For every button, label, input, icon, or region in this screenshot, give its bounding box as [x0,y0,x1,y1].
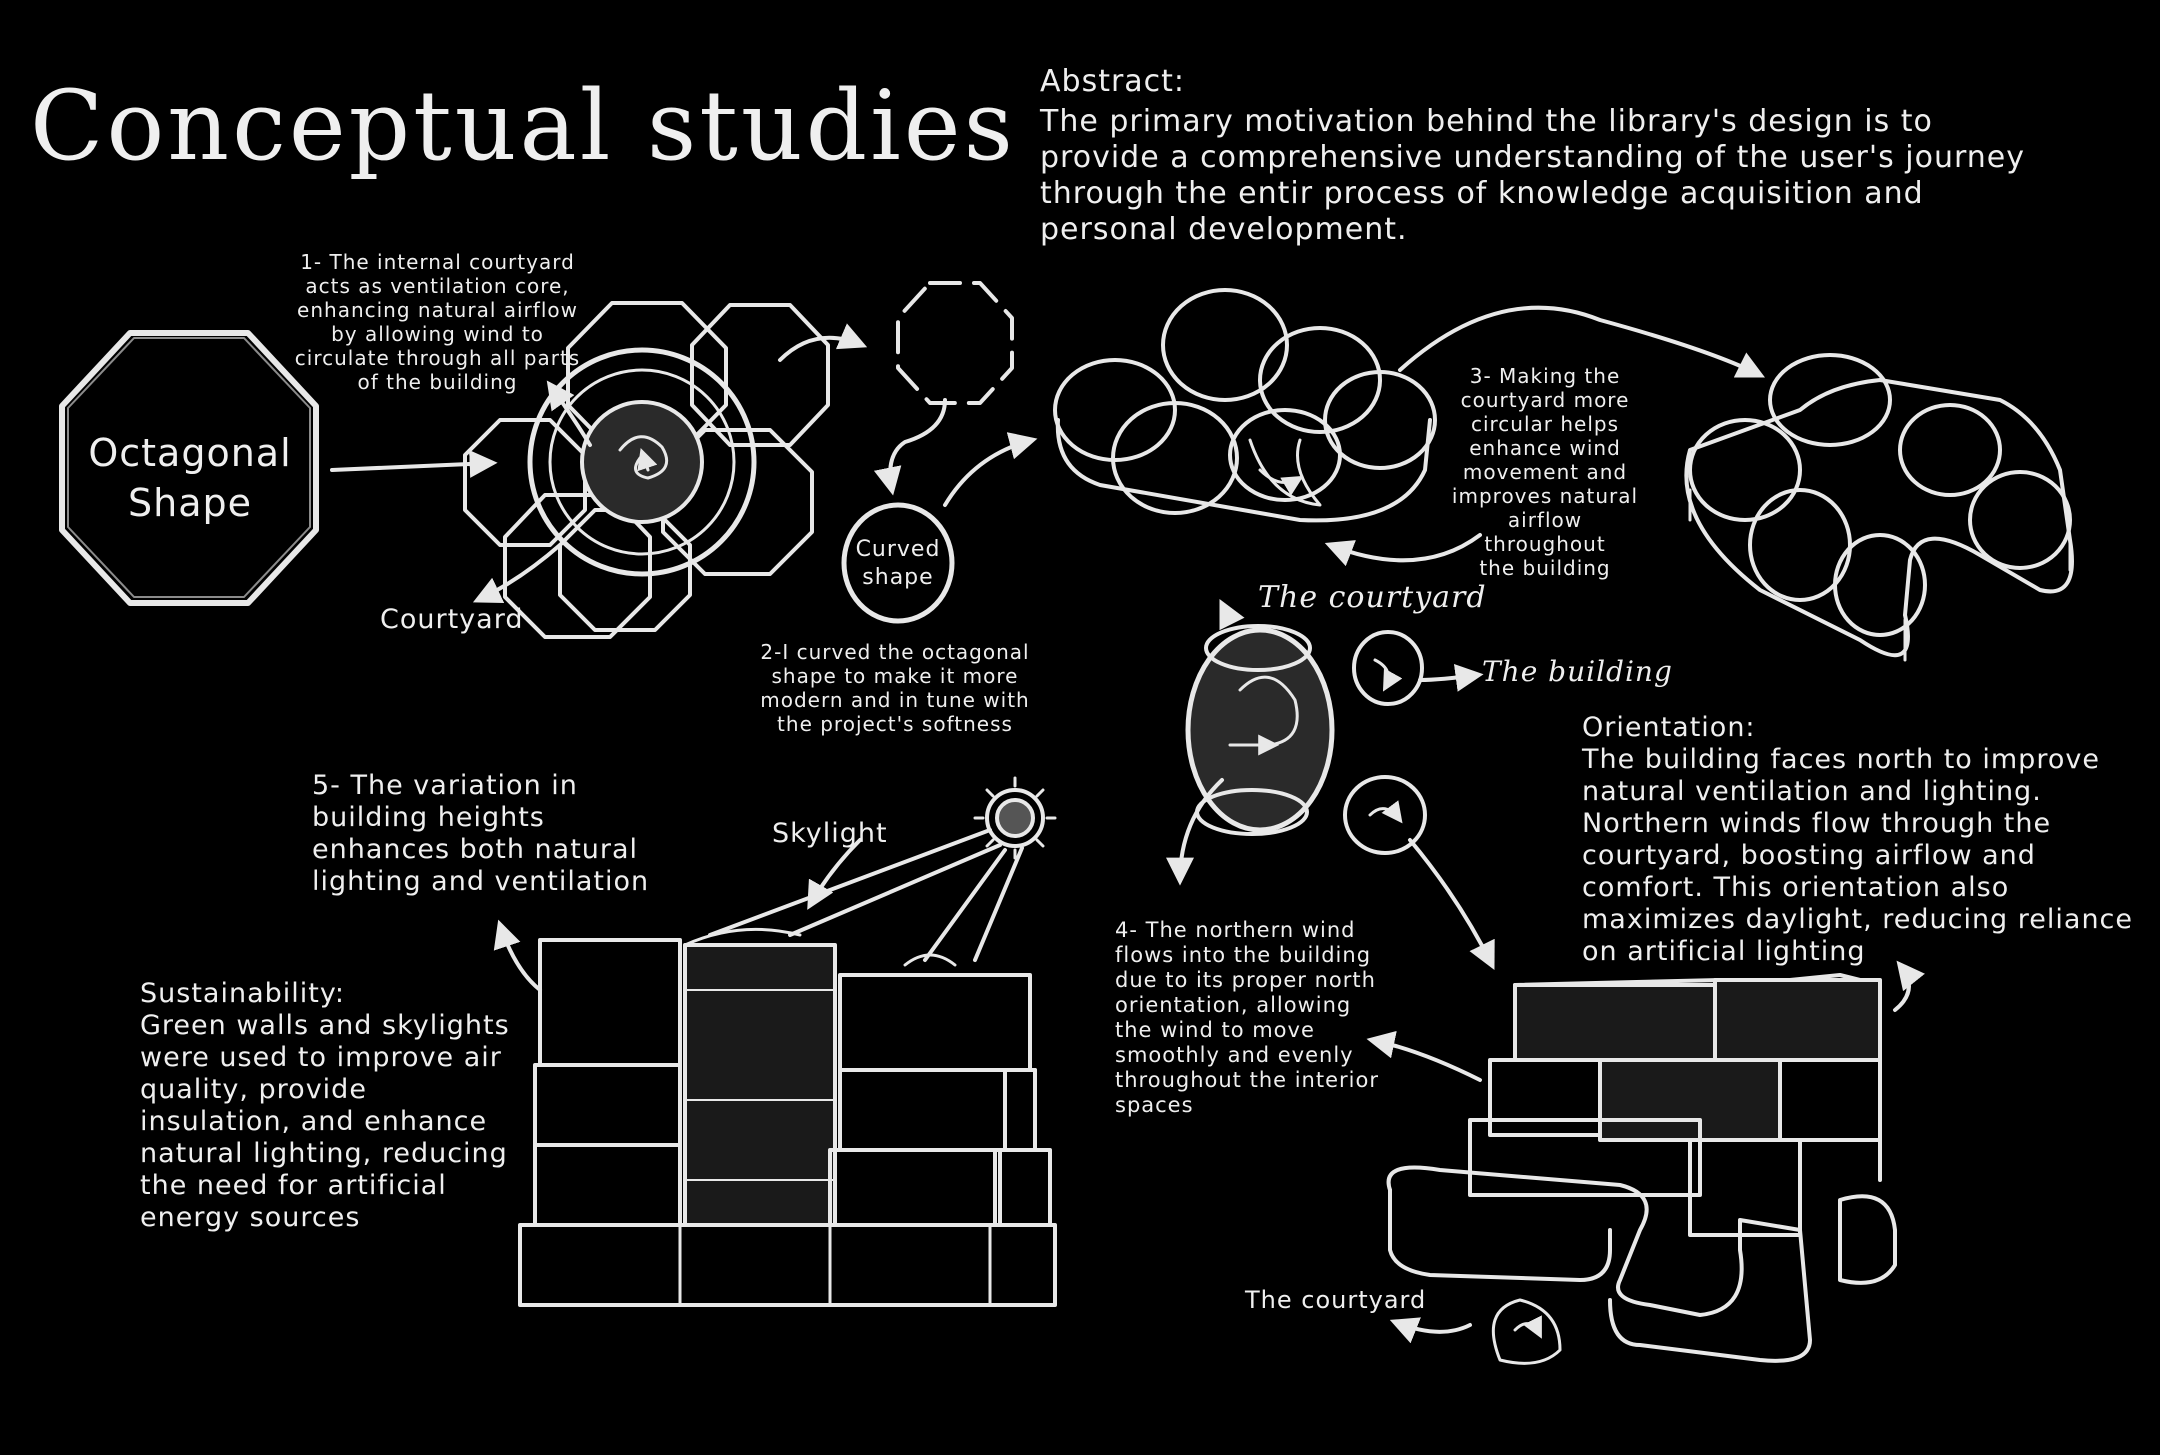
skylight-label: Skylight [772,818,888,849]
arrow-note1-to-courtyard [546,380,592,447]
sun-sketch [973,776,1057,860]
abstract-body: The primary motivation behind the librar… [1040,104,2025,247]
arrow-note3-to-rings [1324,533,1482,567]
arrow-courtyard-to-note4 [1166,778,1224,886]
arrow-curved-to-rings [943,432,1038,507]
abstract-heading: Abstract: [1040,64,1186,99]
curved-shape-label: Curved shape [855,537,941,590]
octagon-cluster-sketch [463,301,830,639]
the-courtyard-label: The courtyard [1258,580,1487,615]
skylight-ray-4 [973,846,1024,962]
arrow-building-label [1418,664,1484,692]
sustainability-heading: Sustainability: [140,978,345,1009]
skylight-ray-2 [788,843,1002,937]
ring-building-sketch [1053,288,1437,523]
arrow-bottom-courtyard [1389,1317,1472,1344]
arrow-courtyard-label [1219,598,1245,631]
bottom-courtyard-label: The courtyard [1245,1286,1427,1314]
arrow-octagon-to-cluster [330,449,498,478]
curved-shape-sketch [841,502,955,624]
ring-building-3d-sketch [1684,353,2074,662]
note-2-curved: 2-I curved the octagonal shape to make i… [760,640,1030,736]
arrow-building-to-note4 [1366,1030,1482,1082]
the-building-label: The building [1482,655,1673,688]
courtyard-diagram-sketch [1185,624,1427,855]
arrow-to-courtyard-label [472,543,562,604]
arrow-note5-to-section [493,919,542,992]
arrow-cluster-to-dashed [778,323,868,362]
note-3-circular: 3- Making the courtyard more circular he… [1451,364,1639,580]
arrow-dashed-to-curved [873,398,947,496]
library-3d-building-sketch [1386,973,1897,1365]
page-title: Conceptual studies [30,70,1016,182]
arrow-rings-to-3d [1398,305,1766,378]
note-1-courtyard: 1- The internal courtyard acts as ventil… [294,250,581,394]
arrow-orientation-to-building [1893,960,1925,1012]
sustainability-body: Green walls and skylights were used to i… [140,1010,510,1233]
note-5-heights: 5- The variation in building heights enh… [312,770,650,897]
building-section-sketch [518,927,1057,1307]
octagon-sketch-inner [67,337,311,598]
orientation-body: The building faces north to improve natu… [1582,744,2134,967]
note-4-northern-wind: 4- The northern wind flows into the buil… [1115,918,1379,1117]
arrow-skylight-label [807,838,862,910]
skylight-ray-3 [923,848,1007,962]
octagon-label: Octagonal Shape [88,431,292,525]
skylight-ray-1 [708,828,992,937]
orientation-heading: Orientation: [1582,712,1756,743]
courtyard-label: Courtyard [380,604,524,635]
octagon-sketch [59,330,319,606]
dashed-octagon-sketch [896,281,1014,405]
arrow-courtyard-to-3d-building [1408,838,1495,971]
